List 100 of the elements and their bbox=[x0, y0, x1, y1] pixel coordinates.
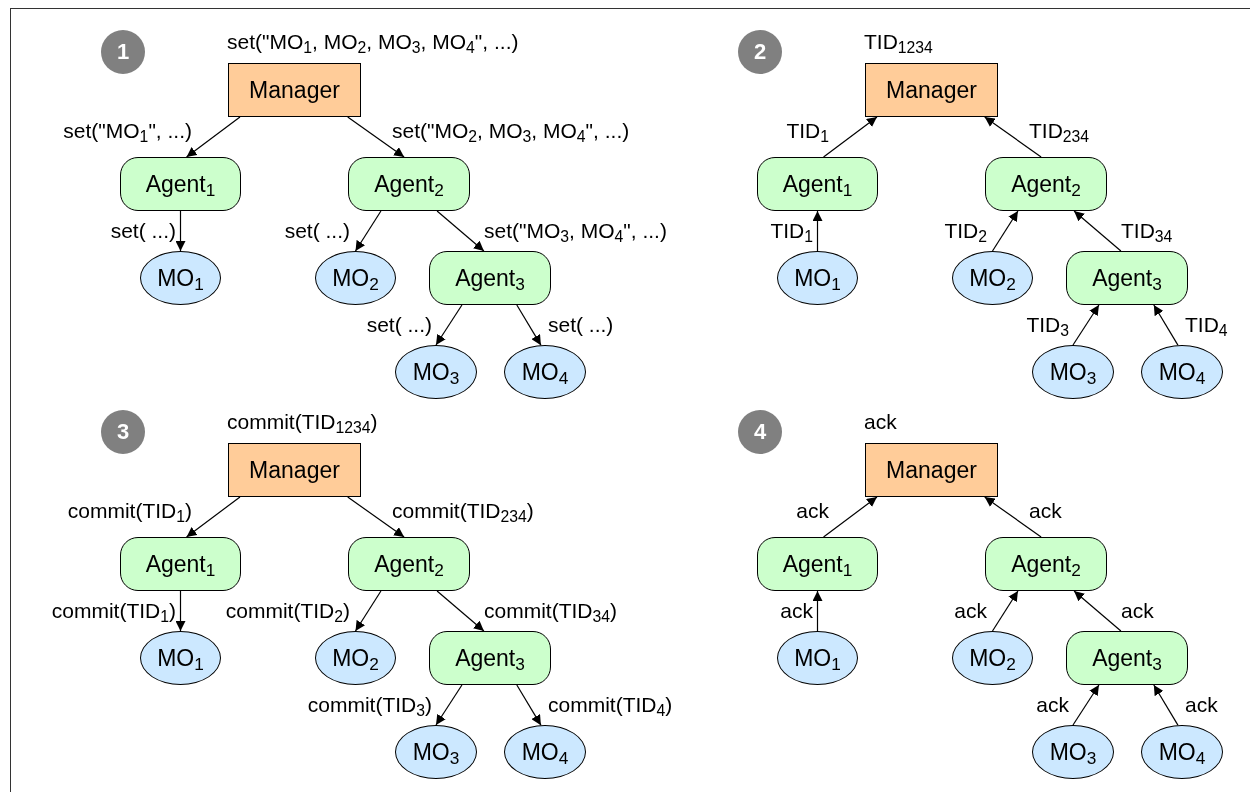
arrow bbox=[175, 590, 186, 632]
arrow bbox=[984, 496, 1042, 538]
node-label: Agent$_{1}$ bbox=[782, 172, 853, 196]
node-label: MO$_{3}$ bbox=[1049, 740, 1097, 764]
edge-label: commit(TID$_{234}$) bbox=[392, 499, 534, 521]
edge-label: commit(TID$_{3}$) bbox=[307, 693, 432, 715]
agent-box bbox=[985, 157, 1107, 211]
agent-box bbox=[120, 537, 241, 591]
edge-label: ack bbox=[1029, 499, 1062, 521]
node-label: Agent$_{2}$ bbox=[1011, 552, 1081, 576]
manager-box bbox=[228, 443, 361, 497]
node-label: MO$_{4}$ bbox=[521, 360, 569, 384]
node-label: MO$_{3}$ bbox=[412, 740, 460, 764]
arrow bbox=[435, 304, 463, 346]
edge-label: set( ...) bbox=[284, 219, 350, 241]
node-label: MO$_{4}$ bbox=[521, 740, 569, 764]
edge-label: commit(TID$_{34}$) bbox=[484, 599, 618, 621]
arrow bbox=[175, 210, 186, 252]
edge-label: set("MO$_{2}$, MO$_{3}$, MO$_{4}$", ...) bbox=[392, 119, 630, 141]
node-label: MO$_{3}$ bbox=[412, 360, 460, 384]
message-label: set("MO$_{1}$, MO$_{2}$, MO$_{3}$, MO$_{4}$", ...) bbox=[227, 31, 519, 52]
node-label: Agent$_{1}$ bbox=[782, 552, 853, 576]
edge-label: commit(TID$_{1}$) bbox=[67, 499, 192, 521]
edge-label: ack bbox=[780, 599, 813, 621]
edge-label: set("MO$_{1}$", ...) bbox=[63, 119, 192, 141]
agent-box bbox=[985, 537, 1107, 591]
arrow bbox=[991, 210, 1019, 252]
arrow bbox=[436, 590, 485, 632]
arrow bbox=[516, 304, 542, 346]
agent-box bbox=[1066, 631, 1188, 685]
node-label: 1 bbox=[116, 41, 130, 63]
arrow bbox=[436, 210, 485, 252]
edge-label: ack bbox=[1036, 693, 1069, 715]
agent-box bbox=[348, 537, 470, 591]
arrow bbox=[1072, 304, 1100, 346]
arrow bbox=[812, 210, 823, 252]
arrow bbox=[984, 116, 1042, 158]
arrow bbox=[435, 684, 463, 726]
node-label: Manager bbox=[886, 78, 977, 102]
arrow bbox=[991, 590, 1019, 632]
arrow bbox=[185, 116, 241, 158]
node-label: MO$_{4}$ bbox=[1158, 740, 1206, 764]
node-label: MO$_{2}$ bbox=[969, 646, 1016, 670]
edge-label: TID$_{3}$ bbox=[1026, 313, 1069, 335]
edge-label: set( ...) bbox=[366, 313, 432, 335]
node-label: MO$_{1}$ bbox=[157, 266, 204, 290]
arrow bbox=[1073, 210, 1122, 252]
edge-label: set("MO$_{3}$, MO$_{4}$", ...) bbox=[484, 219, 667, 241]
edge-label: TID$_{1}$ bbox=[770, 219, 813, 241]
node-label: Agent$_{3}$ bbox=[1092, 266, 1162, 290]
node-label: Manager bbox=[249, 78, 340, 102]
manager-box bbox=[865, 63, 998, 117]
edge-label: ack bbox=[796, 499, 829, 521]
arrow bbox=[185, 496, 241, 538]
edge-label: commit(TID$_{1}$) bbox=[51, 599, 176, 621]
edge-label: TID$_{234}$ bbox=[1029, 119, 1090, 141]
edge-label: TID$_{4}$ bbox=[1185, 313, 1228, 335]
agent-box bbox=[757, 157, 878, 211]
message-label: commit(TID$_{1234}$) bbox=[227, 411, 378, 432]
agent-box bbox=[1066, 251, 1188, 305]
arrow bbox=[1072, 684, 1100, 726]
node-label: Agent$_{2}$ bbox=[374, 552, 444, 576]
arrow bbox=[822, 496, 878, 538]
edge-label: commit(TID$_{2}$) bbox=[225, 599, 350, 621]
node-label: MO$_{2}$ bbox=[332, 266, 379, 290]
node-label: Manager bbox=[886, 458, 977, 482]
node-label: Agent$_{3}$ bbox=[455, 266, 525, 290]
edge-label: ack bbox=[1185, 693, 1218, 715]
arrow bbox=[347, 116, 405, 158]
agent-box bbox=[429, 631, 551, 685]
node-label: Agent$_{2}$ bbox=[374, 172, 444, 196]
arrow bbox=[347, 496, 405, 538]
edge-label: set( ...) bbox=[110, 219, 176, 241]
edge-label: TID$_{2}$ bbox=[944, 219, 987, 241]
agent-box bbox=[348, 157, 470, 211]
node-label: MO$_{1}$ bbox=[794, 266, 841, 290]
node-label: 2 bbox=[753, 41, 767, 63]
node-label: Agent$_{1}$ bbox=[145, 552, 216, 576]
node-label: MO$_{3}$ bbox=[1049, 360, 1097, 384]
edge-label: TID$_{1}$ bbox=[786, 119, 829, 141]
arrow bbox=[812, 590, 823, 632]
node-label: Agent$_{1}$ bbox=[145, 172, 216, 196]
arrow bbox=[354, 210, 382, 252]
arrow bbox=[354, 590, 382, 632]
arrow bbox=[1153, 304, 1179, 346]
agent-box bbox=[757, 537, 878, 591]
node-label: Manager bbox=[249, 458, 340, 482]
edge-label: ack bbox=[954, 599, 987, 621]
node-label: Agent$_{2}$ bbox=[1011, 172, 1081, 196]
node-label: MO$_{4}$ bbox=[1158, 360, 1206, 384]
edge-label: commit(TID$_{4}$) bbox=[548, 693, 673, 715]
node-label: MO$_{1}$ bbox=[157, 646, 204, 670]
node-label: 4 bbox=[753, 421, 767, 443]
message-label: TID$_{1234}$ bbox=[864, 31, 933, 52]
manager-box bbox=[865, 443, 998, 497]
agent-box bbox=[120, 157, 241, 211]
message-label: ack bbox=[864, 411, 897, 432]
node-label: Agent$_{3}$ bbox=[455, 646, 525, 670]
edge-label: set( ...) bbox=[548, 313, 614, 335]
arrow bbox=[516, 684, 542, 726]
